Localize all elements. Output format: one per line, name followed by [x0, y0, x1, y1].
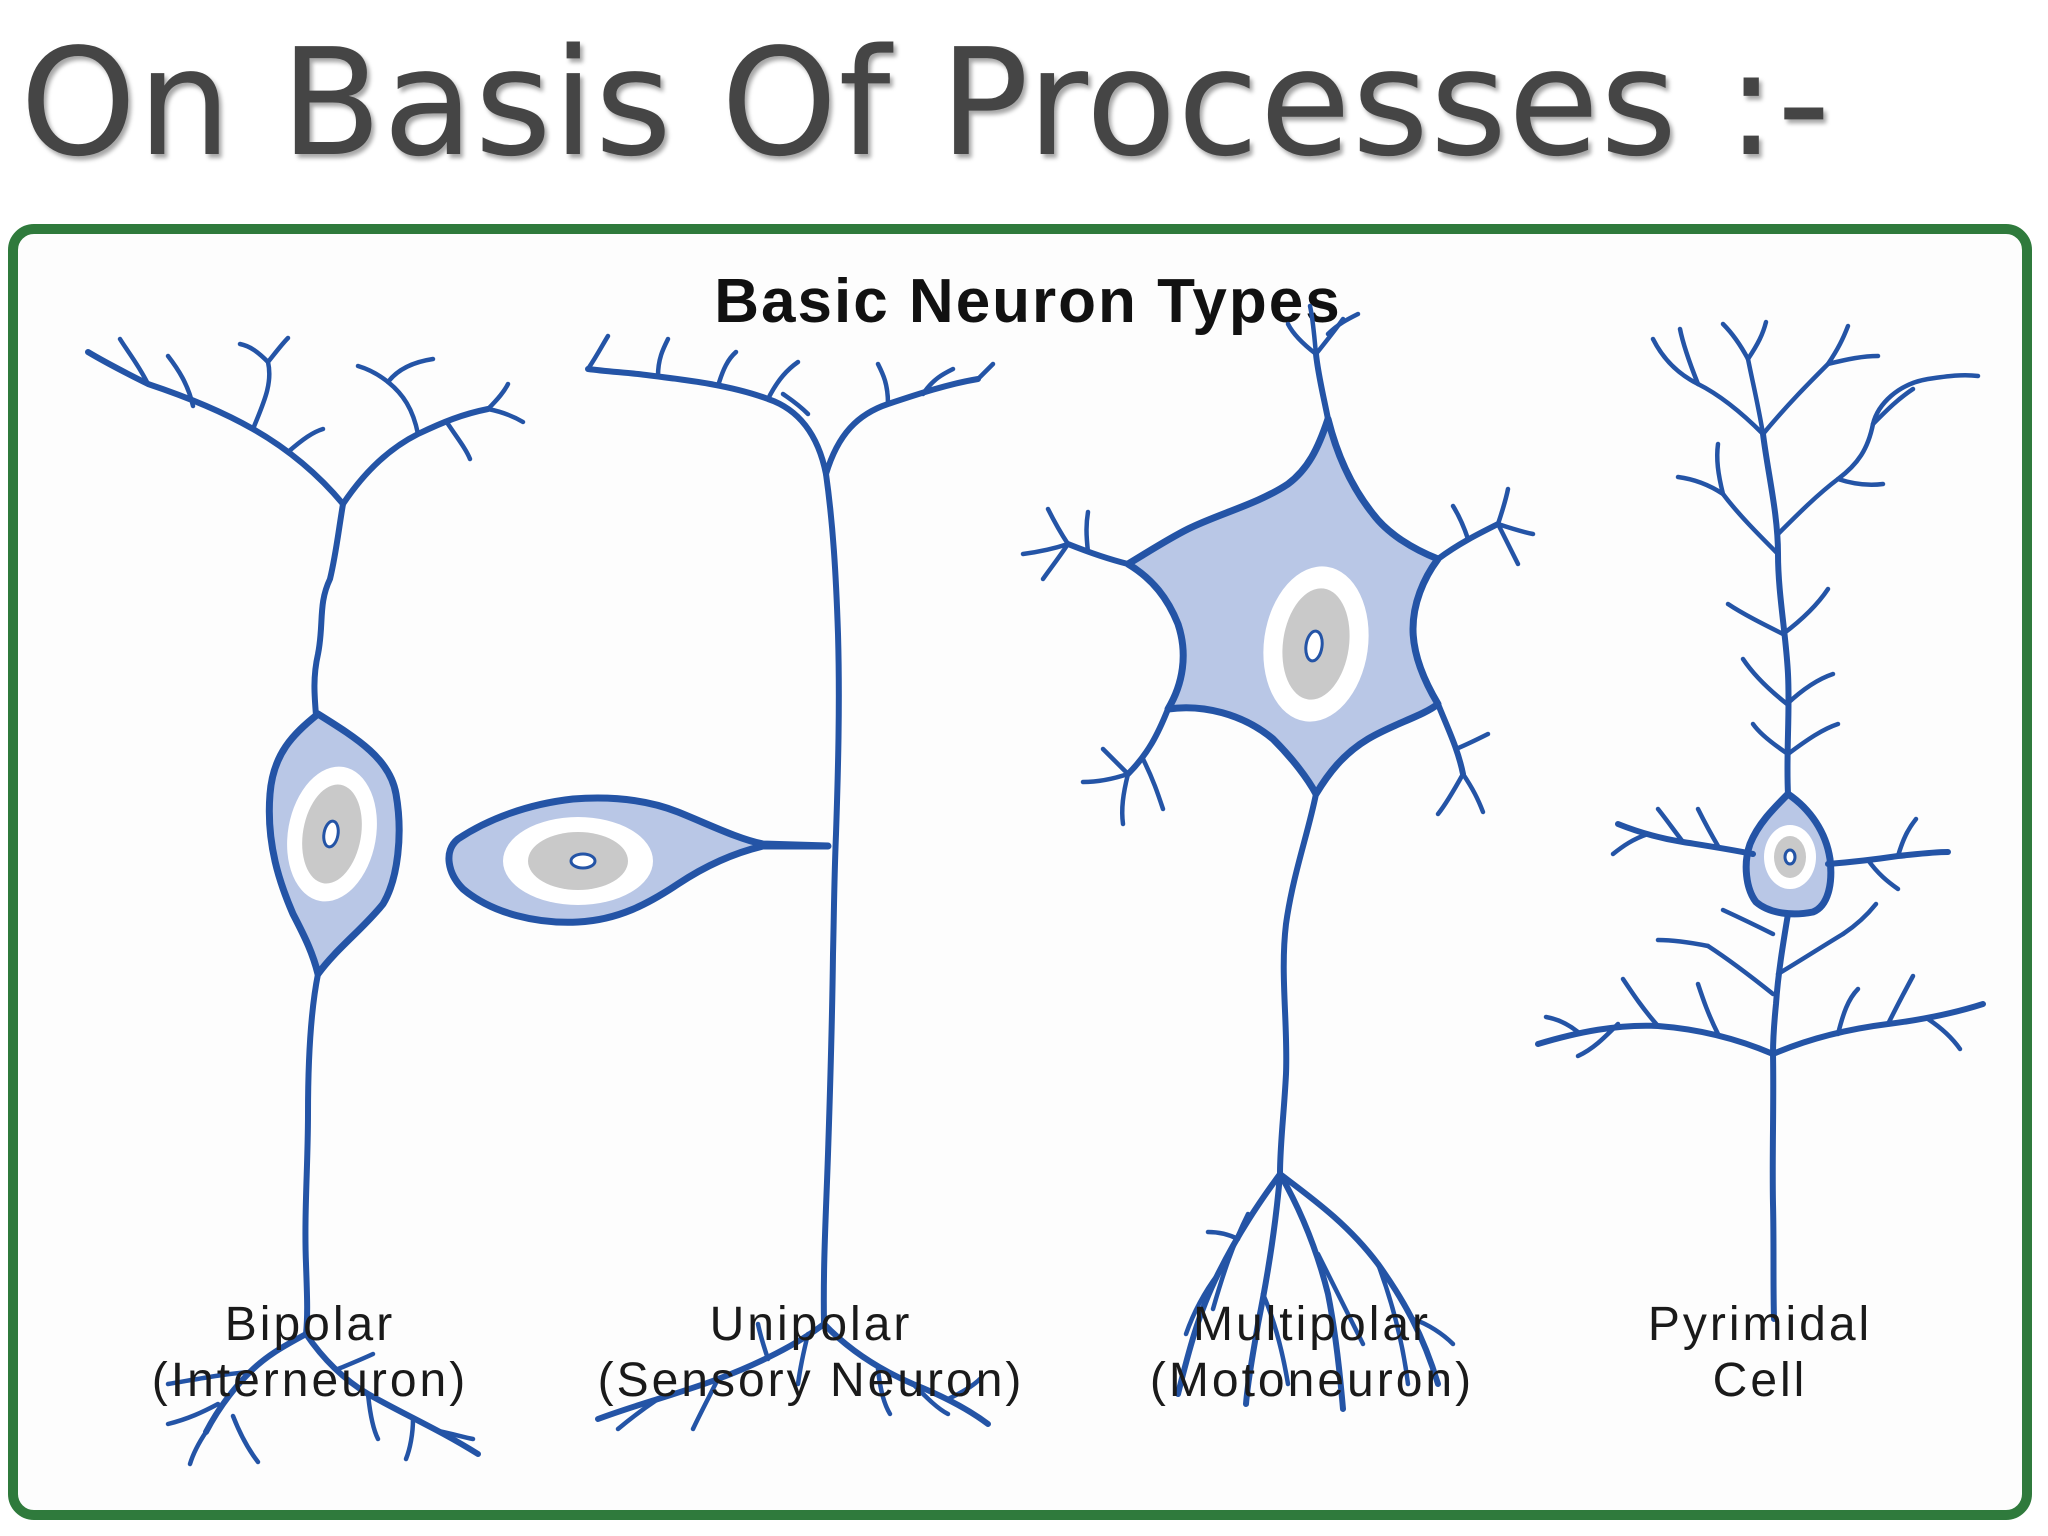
bipolar-sublabel: (Interneuron)	[152, 1354, 468, 1407]
slide-title: On Basis Of Processes :-	[20, 17, 1832, 189]
unipolar-sublabel: (Sensory Neuron)	[598, 1354, 1025, 1407]
pyramidal-sublabel: Cell	[1713, 1354, 1808, 1407]
multipolar-neuron-drawing	[1020, 303, 1536, 1412]
figure-title: Basic Neuron Types	[714, 267, 1341, 336]
unipolar-label: Unipolar	[710, 1298, 913, 1351]
bipolar-label: Bipolar	[225, 1298, 395, 1351]
bipolar-neuron-drawing	[85, 335, 526, 1467]
neuron-types-figure: Basic Neuron Types	[8, 224, 2032, 1520]
pyramidal-label: Pyrimidal	[1648, 1298, 1872, 1351]
pyramidal-cell-drawing	[1535, 319, 1986, 1322]
multipolar-label: Multipolar	[1193, 1298, 1431, 1351]
multipolar-sublabel: (Motoneuron)	[1150, 1354, 1474, 1407]
unipolar-neuron-drawing	[445, 333, 996, 1432]
neuron-diagram: Basic Neuron Types	[85, 267, 1986, 1467]
